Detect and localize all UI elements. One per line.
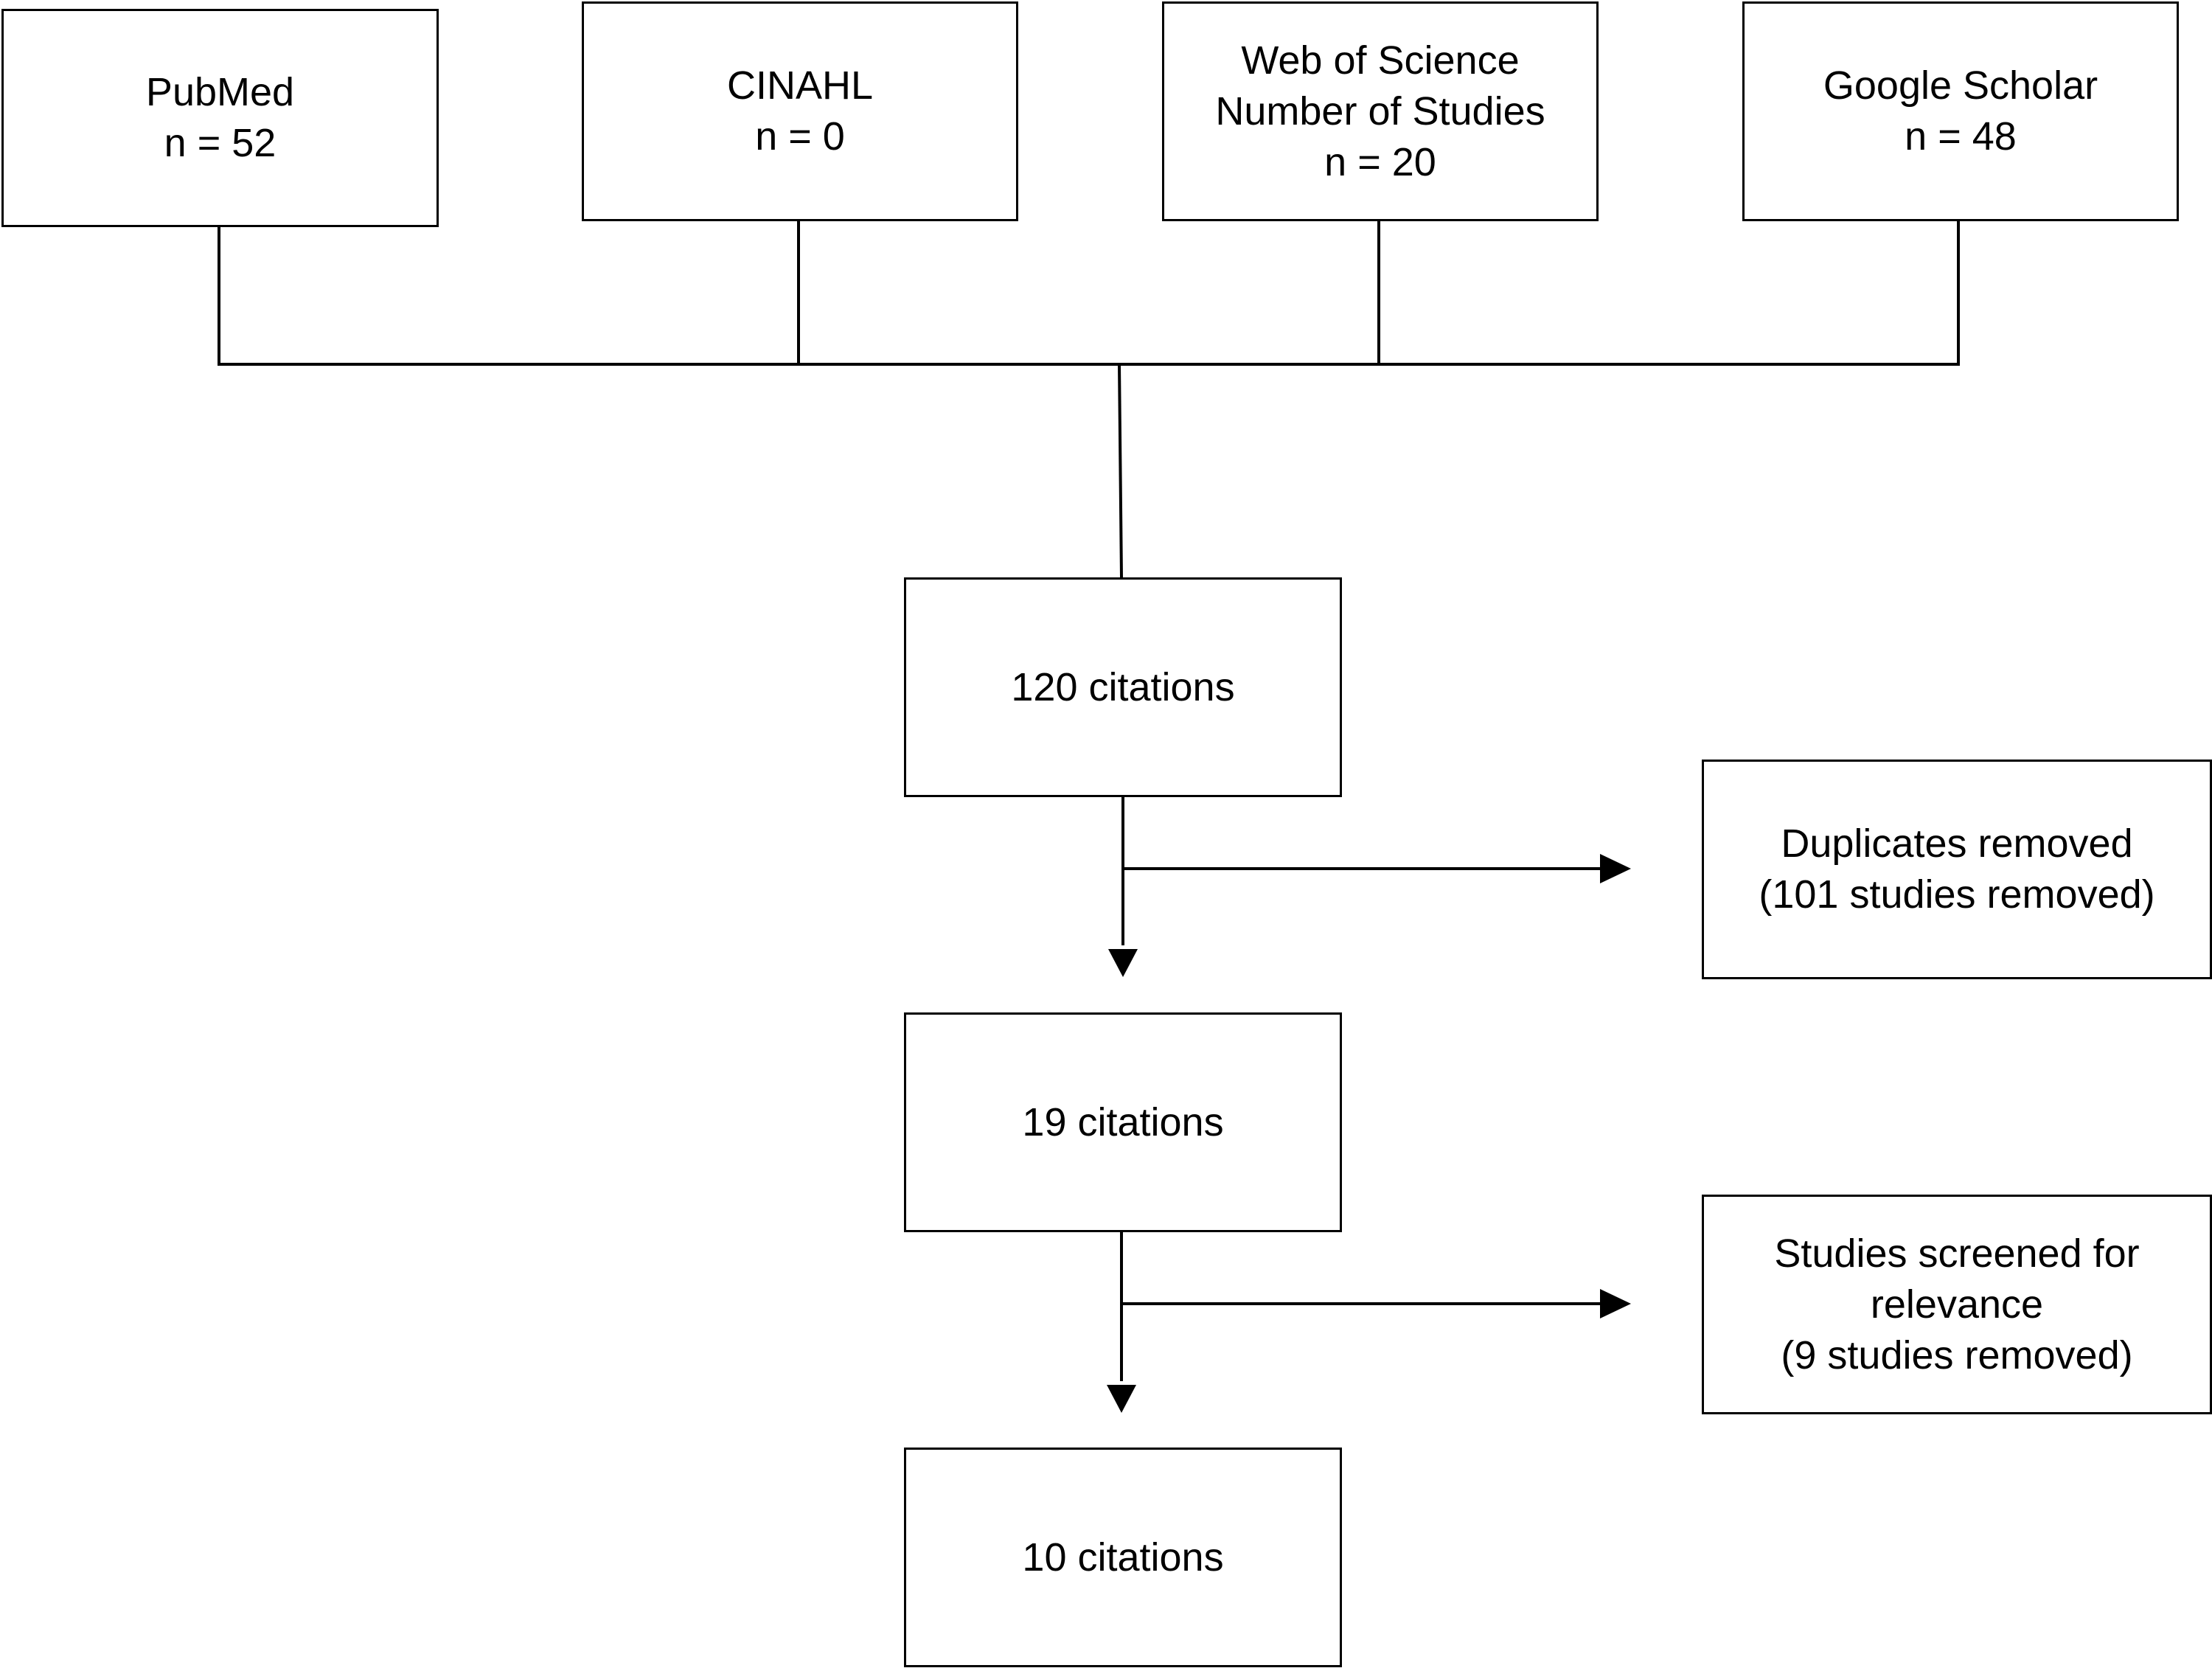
connector-merge-to-step1 (1118, 364, 1123, 579)
step-label: 120 citations (1011, 664, 1235, 709)
arrowhead-exclusion-2 (1600, 1289, 1631, 1318)
source-count: n = 48 (1905, 114, 2017, 159)
source-name: CINAHL (726, 63, 874, 108)
source-box-pubmed: PubMed n = 52 (1, 9, 439, 227)
source-name: PubMed (145, 70, 295, 114)
arrowhead-step1-to-step2 (1108, 949, 1138, 977)
step-box-2: 19 citations (904, 1012, 1342, 1232)
step-box-3: 10 citations (904, 1448, 1342, 1667)
source-count: n = 0 (755, 114, 845, 159)
step-box-1: 120 citations (904, 577, 1342, 797)
source-name: Google Scholar (1823, 63, 2098, 108)
step-label: 10 citations (1022, 1535, 1224, 1580)
source-name: Web of Science (1241, 38, 1520, 83)
source-count: n = 52 (164, 121, 276, 165)
source-box-cinahl: CINAHL n = 0 (582, 1, 1018, 221)
exclusion-line: Duplicates removed (1781, 821, 2133, 866)
arrowhead-step2-to-step3 (1107, 1385, 1136, 1413)
exclusion-line: (101 studies removed) (1759, 872, 2155, 917)
source-subtitle: Number of Studies (1215, 88, 1545, 133)
exclusion-line: (9 studies removed) (1781, 1332, 2133, 1377)
source-box-web-of-science: Web of Science Number of Studies n = 20 (1162, 1, 1599, 221)
exclusion-box-duplicates: Duplicates removed (101 studies removed) (1702, 760, 2212, 979)
exclusion-line: Studies screened for (1774, 1231, 2140, 1276)
source-count: n = 20 (1324, 139, 1436, 184)
arrowhead-exclusion-1 (1600, 854, 1631, 883)
exclusion-box-relevance: Studies screened for relevance (9 studie… (1702, 1195, 2212, 1414)
source-box-google-scholar: Google Scholar n = 48 (1742, 1, 2179, 221)
exclusion-line: relevance (1870, 1282, 2044, 1327)
step-label: 19 citations (1022, 1099, 1224, 1144)
